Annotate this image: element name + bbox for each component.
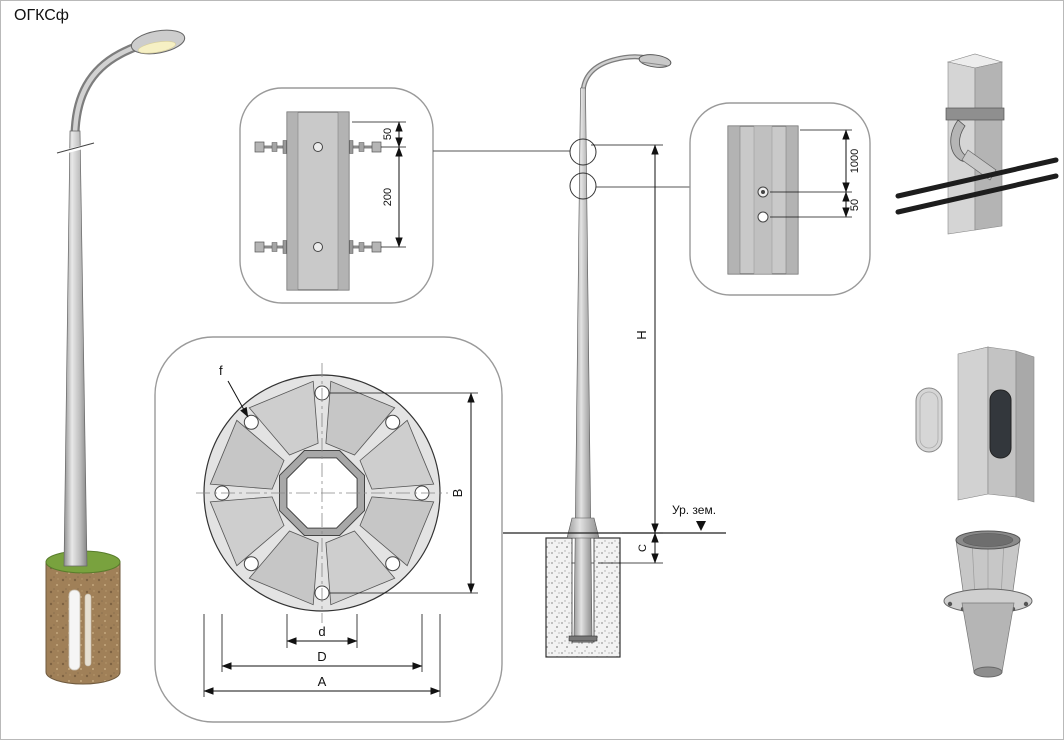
pole-facet-right — [337, 111, 350, 291]
flange-detail-callout: f B d D A — [154, 336, 503, 723]
base-flare-cone — [566, 517, 600, 539]
pole-facet-left — [286, 111, 299, 291]
foundation-slot — [68, 589, 81, 671]
top-detail-callout: 50 200 — [239, 87, 434, 304]
hatch-post-face-3 — [1015, 350, 1035, 503]
flange-gussets — [209, 380, 435, 606]
lamp-head — [130, 29, 186, 55]
dim-D: D — [317, 649, 326, 664]
dim-B: B — [450, 489, 465, 498]
hatch-opening — [989, 389, 1012, 459]
dim-200: 200 — [382, 188, 394, 206]
rod-2 — [895, 173, 1059, 215]
dim-50-top: 50 — [382, 128, 394, 140]
lamp-glass — [137, 41, 176, 54]
elevation-arm-highlight — [581, 55, 649, 94]
foundation-slot-2 — [84, 593, 92, 667]
ground-level-mark — [696, 521, 706, 531]
dim-f: f — [219, 363, 223, 378]
foundation-3d — [45, 550, 121, 685]
upper-hole-bolt — [761, 190, 765, 194]
post-right-face — [974, 61, 1003, 231]
dim-C: C — [637, 544, 649, 552]
accessory-rod-clamp-render — [895, 53, 1059, 235]
dim-A: A — [318, 674, 327, 689]
dim-d: d — [318, 624, 325, 639]
dim-1000: 1000 — [849, 149, 861, 173]
detail-marker-upper — [569, 138, 597, 166]
detail-marker-lower — [569, 172, 597, 200]
break-mark-gap — [56, 142, 95, 156]
dim-50-side: 50 — [849, 199, 861, 211]
flange-bolt-holes — [214, 385, 430, 601]
top-detail-dimensions: 50 200 — [352, 121, 406, 248]
accessory-anchor-render — [943, 530, 1033, 678]
cup-facet-3 — [1000, 540, 1005, 599]
break-mark — [56, 142, 95, 154]
hatch-cover — [915, 387, 943, 453]
clamp-band — [945, 107, 1005, 121]
cup-facet-1 — [971, 540, 976, 599]
facet-left — [727, 125, 741, 275]
rod-1 — [895, 157, 1059, 199]
hatch-post-face-1 — [957, 346, 989, 501]
foundation-cylinder — [45, 561, 121, 685]
pole-shaft — [63, 130, 88, 567]
side-detail-callout: 1000 50 — [689, 102, 871, 296]
elevation-view: Ур. зем. H C — [433, 54, 726, 658]
lower-hole — [757, 211, 769, 223]
hatch-cover-inner — [919, 391, 939, 449]
side-detail-dimensions: 1000 50 — [770, 129, 861, 218]
accessory-hatch-render — [915, 346, 1035, 503]
facet-right — [785, 125, 799, 275]
drawing-title: ОГКСф — [14, 7, 69, 24]
ground-level-label: Ур. зем. — [672, 503, 716, 517]
pole-base-plate — [568, 635, 598, 642]
anchor-top-hollow — [962, 533, 1014, 547]
bolt-row-upper — [254, 140, 382, 154]
cone-clamp — [961, 149, 997, 181]
flange-dimensions: f B d D A — [203, 363, 478, 697]
anchor-bottom — [973, 666, 1003, 678]
dim-H: H — [634, 330, 649, 339]
embedment-dimension: C — [598, 532, 663, 564]
pole-3d-render — [45, 29, 186, 685]
facet-center — [753, 125, 773, 275]
elevation-lamp-head — [638, 54, 672, 68]
bolt-row-lower — [254, 240, 382, 254]
